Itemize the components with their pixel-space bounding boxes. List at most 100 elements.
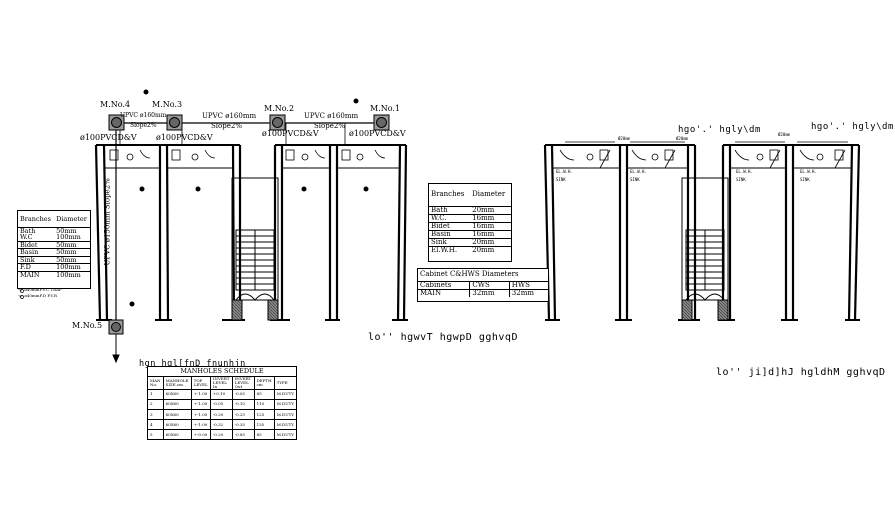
table-header: Diameter	[472, 190, 506, 199]
table-header: MAN No.	[148, 376, 164, 389]
table-cell: F.D	[20, 263, 31, 271]
legend-marks	[20, 289, 24, 299]
table-cell: 100mm	[56, 270, 81, 279]
table-cell: Bidet	[431, 221, 450, 230]
table-cell: 60X60	[163, 429, 192, 439]
table-cell: -0.05	[210, 399, 233, 410]
table-cell: 20mm	[472, 245, 495, 254]
table-header: Branches	[20, 214, 51, 223]
pipe-label-upvc-a: UPVC ø160mm	[120, 112, 167, 119]
pipe-label-slope-a: Slope2%	[130, 122, 157, 129]
table-cell: -0.85	[232, 429, 255, 439]
supply-fixtures	[559, 141, 848, 169]
table-cell: 50mm	[56, 248, 77, 256]
table-cell: 100mm	[56, 263, 81, 271]
supply-plan-caption: lo'' ji]d]hJ hgldhM gghvqD	[716, 367, 886, 378]
pipe-label-pvcd-a: ø100PVCD&V	[80, 133, 137, 142]
table-cell: +-1.00	[191, 409, 211, 420]
table-header: INVERT LEVEL Out	[232, 376, 255, 389]
table-cell: Bidet	[20, 240, 38, 249]
table-cell: MAIN	[20, 270, 40, 279]
svg-text:SINK: SINK	[556, 177, 566, 182]
table-cell: M.DUTY	[276, 421, 294, 427]
table-cell: 110	[254, 399, 275, 410]
table-cell: M.DUTY	[276, 411, 294, 417]
pipe-label-slope-c: Slope2%	[314, 122, 345, 130]
table-cell: 1	[148, 389, 164, 400]
cabinet-table-title: Cabinet C&HWS Diameters	[420, 270, 519, 279]
table-cell: 60X60	[163, 409, 192, 420]
manhole-1-label: M.No.1	[370, 104, 401, 113]
bathroom-fixtures-left	[109, 123, 386, 161]
table-cell: 2	[148, 399, 164, 410]
table-cell: M.DUTY	[276, 391, 294, 397]
level-markers-left	[129, 89, 369, 307]
table-cell: -0.35	[232, 419, 255, 430]
table-cell: +-1.00	[191, 399, 211, 410]
table-cell: 50mm	[56, 255, 77, 264]
schedule-title: MANHOLES SCHEDULE	[180, 367, 264, 375]
table-cell: Sink	[20, 255, 35, 264]
svg-text:Ø20mm: Ø20mm	[778, 132, 791, 137]
svg-text:SINK: SINK	[630, 177, 640, 182]
table-cell: 125	[254, 409, 275, 420]
manhole-4-label: M.No.4	[100, 100, 131, 109]
table-cell: 100mm	[56, 233, 81, 241]
pipe-label-pvcd-b: ø100PVCD&V	[156, 133, 213, 142]
manhole-symbols	[108, 114, 390, 335]
table-cell: 20mm	[472, 205, 495, 214]
supply-label-b: hgo'.' hgly\dm	[811, 122, 894, 132]
table-header: TYPE	[276, 379, 288, 385]
pipe-label-pvcd-d: ø100PVCD&V	[349, 129, 406, 138]
table-cell: W.C	[20, 233, 33, 241]
table-cell: 50mm	[56, 226, 77, 235]
table-header: Diameter	[56, 214, 87, 223]
table-cell: -0.05	[232, 389, 255, 400]
table-cell: +-0.00	[191, 429, 211, 439]
legend-note-1: -o- ø40mmP.V.C TRAP	[18, 287, 62, 292]
table-cell: -0.20	[210, 429, 233, 439]
svg-text:EL.W.H.: EL.W.H.	[630, 169, 647, 174]
manhole-2-label: M.No.2	[264, 104, 295, 113]
table-cell: -0.10	[232, 399, 255, 410]
table-cell: 5	[148, 429, 164, 439]
table-cell: 4	[148, 419, 164, 430]
drainage-plan	[94, 89, 408, 364]
supply-label-a: hgo'.' hgly\dm	[678, 125, 761, 135]
drainage-plan-caption: lo'' hgwvT hgwpD gghvqD	[368, 332, 518, 343]
pipe-label-slope-b: Slope2%	[211, 122, 242, 130]
schedule-title-above: hgn hgl[fnD fnunhjn	[139, 359, 246, 369]
table-cell: M.DUTY	[276, 401, 294, 407]
cabinet-table: Cabinet C&HWS Diameters Cabinets CWS HWS…	[417, 268, 549, 302]
table-header: CWS	[469, 281, 510, 289]
table-header: Branches	[431, 190, 465, 199]
manhole-5-label: M.No.5	[72, 321, 103, 330]
table-header: DEPTH cm	[254, 376, 275, 389]
manhole-3-label: M.No.3	[152, 100, 183, 109]
table-header: TOP LEVEL	[191, 376, 211, 389]
legend-note-2: -o- ø40mmF.D P.V.R	[18, 293, 57, 298]
table-cell: +-1.00	[191, 389, 211, 400]
table-cell: 85	[254, 389, 275, 400]
table-cell: 32mm	[469, 289, 510, 297]
table-cell: 85	[254, 429, 275, 439]
table-cell: 16mm	[472, 221, 495, 230]
table-header: MANHOLE SIZE.cm	[163, 376, 192, 389]
table-cell: 50mm	[56, 240, 77, 249]
table-cell: W.C.	[431, 213, 447, 222]
table-cell: -0.25	[232, 409, 255, 420]
table-cell: 60X60	[163, 389, 192, 400]
svg-text:EL.W.H.: EL.W.H.	[556, 169, 573, 174]
pipe-label-pvcd-c: ø100PVCD&V	[262, 129, 319, 138]
svg-text:SINK: SINK	[800, 177, 810, 182]
table-header: Cabinets	[418, 281, 471, 289]
table-header: INVERT LEVEL In	[210, 376, 233, 389]
table-cell: M.DUTY	[276, 431, 294, 437]
table-cell: Bath	[20, 226, 36, 235]
